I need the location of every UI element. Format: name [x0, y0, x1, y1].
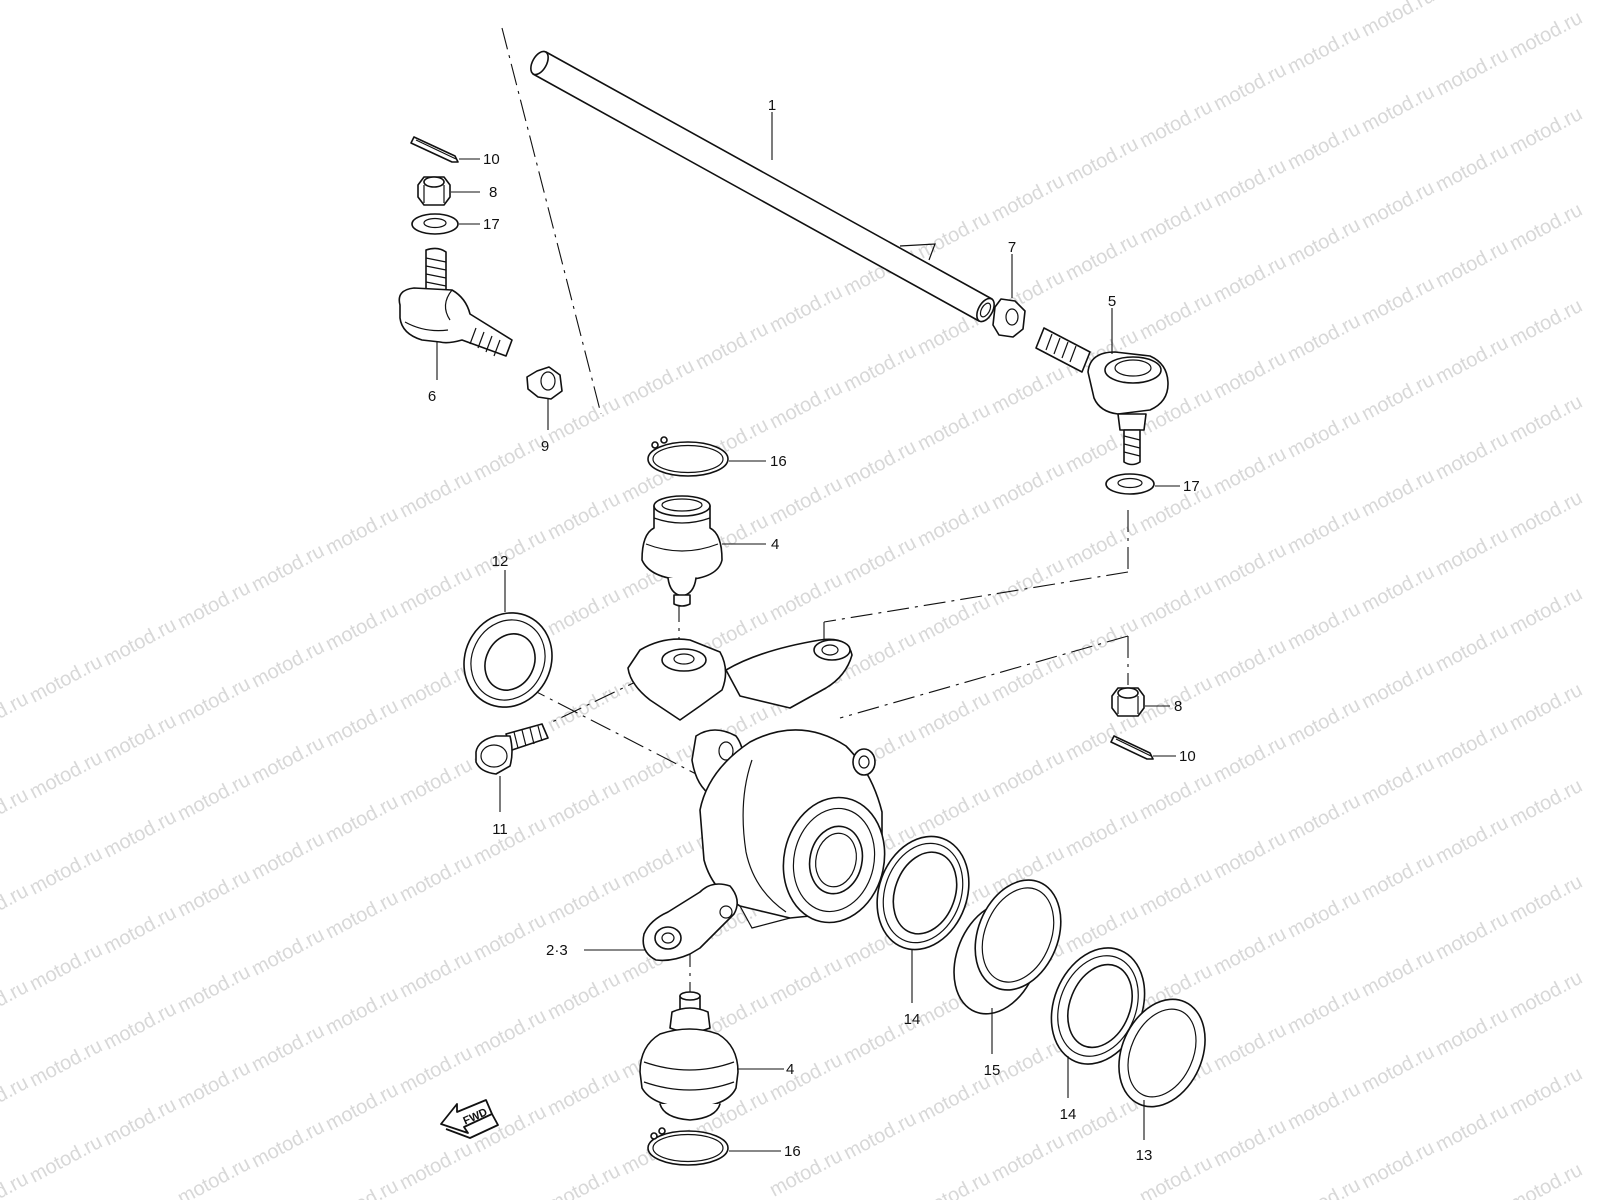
ball-joint-lower: [639, 991, 739, 1121]
tie-rod-end-right: [1035, 327, 1169, 466]
ball-joint-upper: [641, 495, 723, 607]
bearing-left: [876, 835, 970, 951]
castle-nut-top: [417, 176, 451, 206]
callout-2-3: 2·3: [546, 942, 568, 959]
castle-nut-right: [1111, 687, 1145, 717]
cotter-pin-right: [1110, 735, 1154, 760]
callout-8-top: 8: [489, 184, 497, 201]
callout-8-right: 8: [1174, 698, 1182, 715]
snap-ring-lower: [647, 1127, 729, 1166]
fwd-arrow-icon: [440, 1099, 493, 1134]
snap-ring-upper: [647, 436, 729, 477]
seal-ring: [1118, 998, 1206, 1108]
hex-nut-right: [992, 298, 1026, 338]
tie-rod-tube: [530, 50, 995, 323]
callout-14-left: 14: [904, 1011, 921, 1028]
callout-9: 9: [541, 438, 549, 455]
callout-6: 6: [428, 388, 436, 405]
assembly-guide-lines: [501, 27, 1129, 995]
hex-nut-left: [526, 366, 563, 400]
callout-labels: 1 10 8 17 6 9 7 5 16 17 4 12 8 10 11 2·3…: [428, 97, 1200, 1164]
callout-13: 13: [1136, 1147, 1153, 1164]
callout-16-upper: 16: [770, 453, 787, 470]
callout-4-lower: 4: [786, 1061, 794, 1078]
callout-12: 12: [492, 553, 509, 570]
oil-seal: [463, 612, 553, 708]
washer-right: [1105, 473, 1155, 495]
cotter-pin-top: [410, 136, 459, 163]
callout-16-lower: 16: [784, 1143, 801, 1160]
callout-15: 15: [984, 1062, 1001, 1079]
callout-5: 5: [1108, 293, 1116, 310]
callout-4-upper: 4: [771, 536, 779, 553]
callout-14-right: 14: [1060, 1106, 1077, 1123]
callout-11: 11: [492, 821, 508, 838]
flange-bolt: [475, 723, 549, 775]
callout-leader-lines: [436, 112, 1180, 1152]
steering-knuckle: [627, 638, 886, 962]
callout-10-right: 10: [1179, 748, 1196, 765]
callout-7: 7: [1008, 239, 1016, 256]
callout-1: 1: [768, 97, 776, 114]
callout-17-top: 17: [483, 216, 500, 233]
spacer-collar: [953, 879, 1062, 1015]
callout-10-top: 10: [483, 151, 500, 168]
washer-top: [411, 213, 459, 235]
callout-17-right: 17: [1183, 478, 1200, 495]
tie-rod-end-left: [398, 247, 513, 357]
